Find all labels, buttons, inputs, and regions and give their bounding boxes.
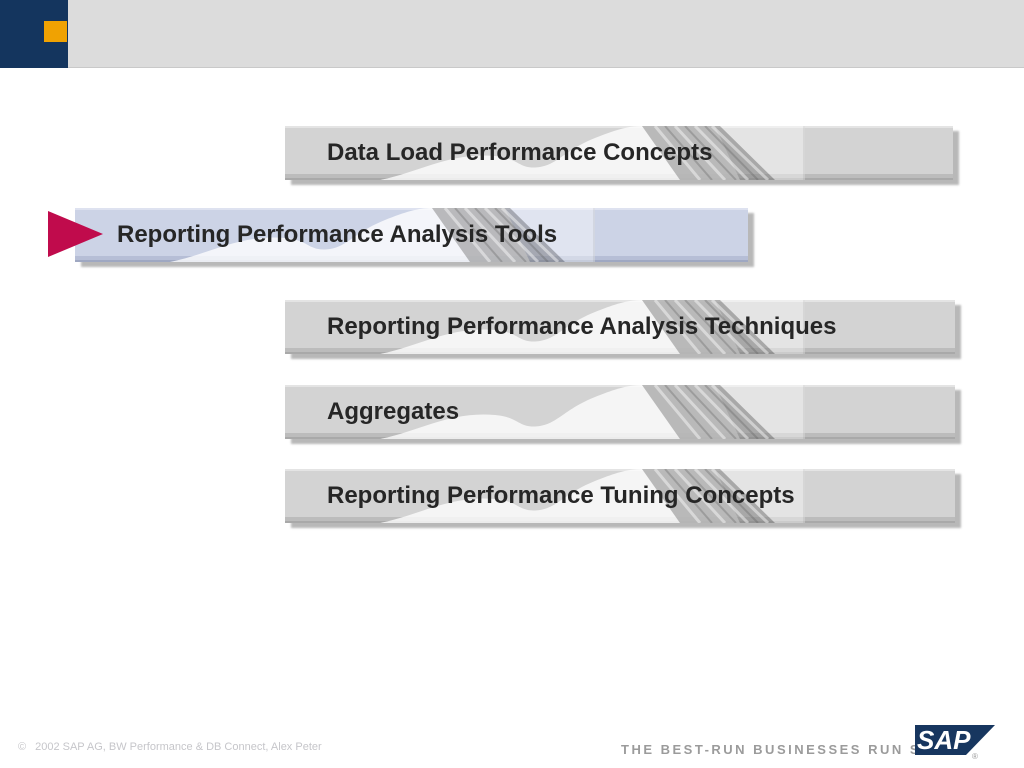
sap-brand-gold-square [44,21,67,42]
agenda-banner-reporting-performance-tuning-concepts: Reporting Performance Tuning Concepts [285,469,955,523]
copyright-symbol: © [18,741,27,753]
sap-logo-text: SAP [917,725,971,755]
sap-brand-navy-square [0,0,68,68]
agenda-banner-label: Reporting Performance Tuning Concepts [327,482,795,509]
sap-logo: SAP [915,725,995,755]
copyright-text: 2002 SAP AG, BW Performance & DB Connect… [35,741,322,753]
header-bar [0,0,1024,68]
agenda-banner-label: Reporting Performance Analysis Technique… [327,313,837,340]
agenda-banner-label: Reporting Performance Analysis Tools [117,221,558,248]
agenda-banner-aggregates: Aggregates [285,385,955,439]
agenda-banner-label: Data Load Performance Concepts [327,139,713,166]
agenda-banner-data-load-performance-concepts: Data Load Performance Concepts [285,126,953,180]
agenda-banner-label: Aggregates [327,398,460,425]
registered-trademark-icon: ® [972,752,978,761]
sap-tagline: THE BEST-RUN BUSINESSES RUN SAP [621,742,945,757]
copyright-note: © 2002 SAP AG, BW Performance & DB Connec… [18,741,322,753]
agenda-banner-reporting-performance-analysis-techniques: Reporting Performance Analysis Technique… [285,300,955,354]
active-item-arrow-icon [48,211,103,257]
agenda-banner-reporting-performance-analysis-tools-active: Reporting Performance Analysis Tools [75,208,748,262]
